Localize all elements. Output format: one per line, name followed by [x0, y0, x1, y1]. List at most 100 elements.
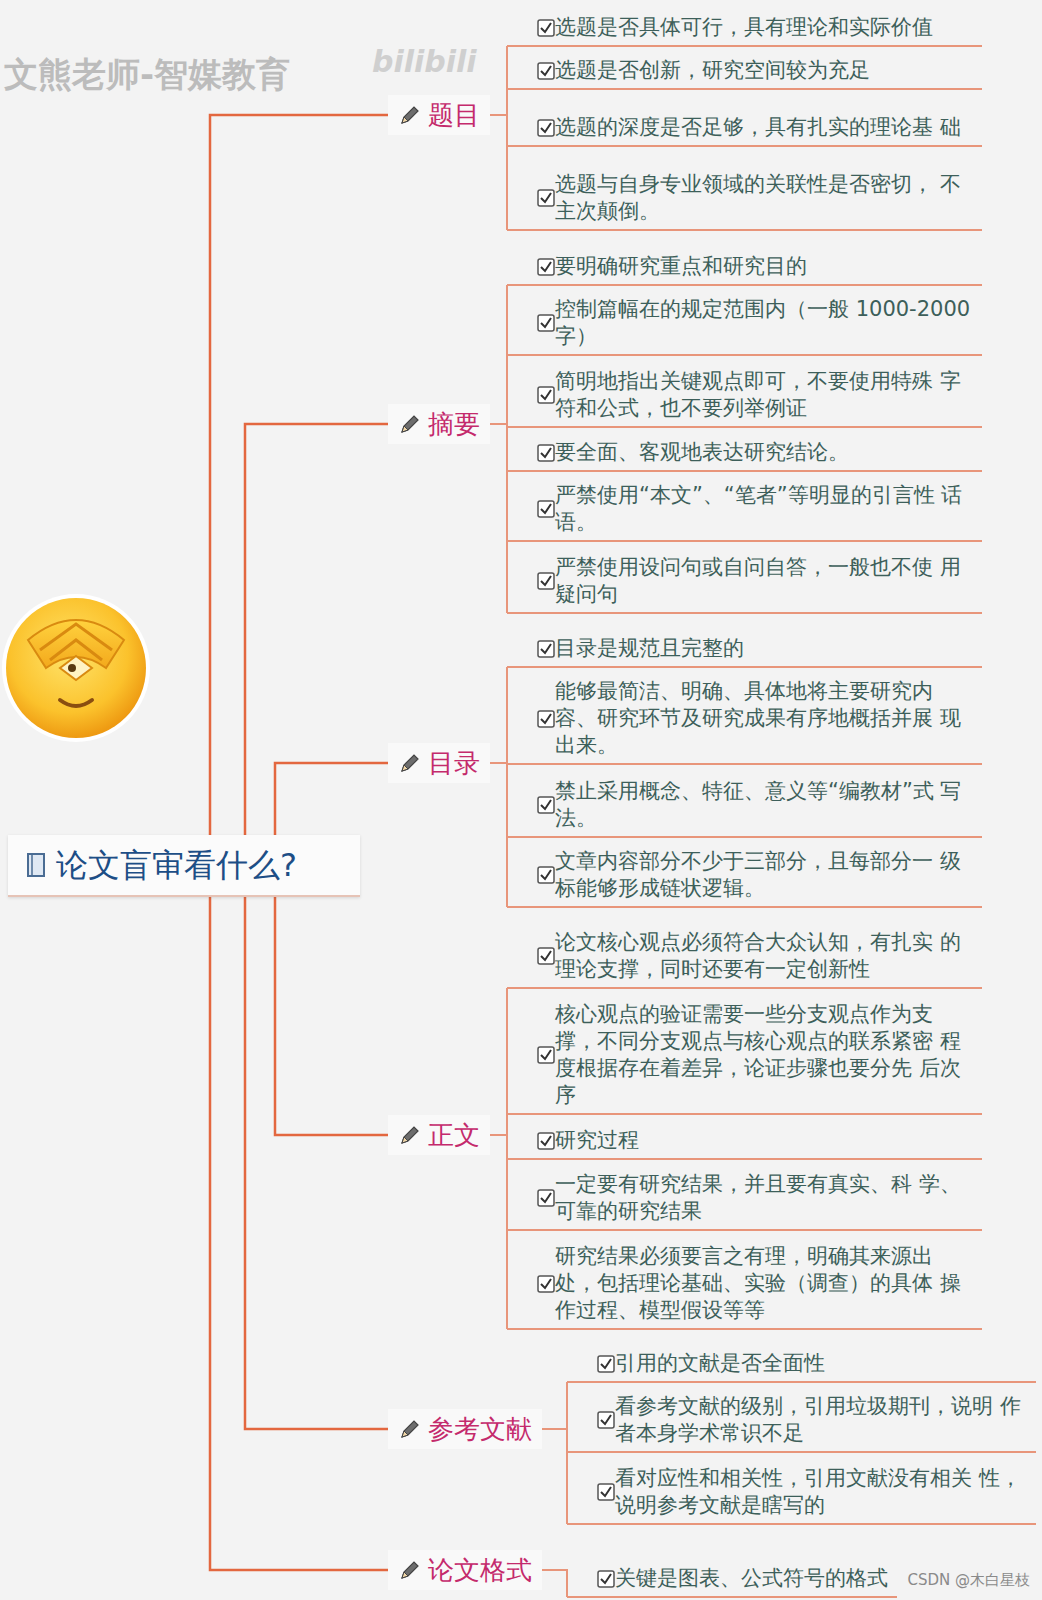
checklist-item: 文章内容部分不少于三部分，且每部分一 级标能够形成链状逻辑。 — [507, 844, 982, 908]
credit-watermark: CSDN @木白星枝 — [903, 1570, 1034, 1591]
checkbox-icon — [537, 119, 555, 137]
node-text: 要全面、客观地表达研究结论。 — [555, 439, 976, 466]
checklist-item: 一定要有研究结果，并且要有真实、科 学、可靠的研究结果 — [507, 1167, 982, 1231]
checkbox-icon — [537, 1046, 555, 1064]
connector — [245, 424, 388, 835]
checklist-item: 研究过程 — [507, 1123, 982, 1160]
checkbox-icon — [537, 1275, 555, 1293]
checkbox-icon — [537, 1132, 555, 1150]
connector — [490, 1135, 507, 1329]
checklist-item: 引用的文献是否全面性 — [567, 1346, 1036, 1383]
connector — [275, 897, 388, 1135]
checkbox-icon — [537, 444, 555, 462]
checkbox-icon — [537, 19, 555, 37]
checklist-item: 关键是图表、公式符号的格式 — [567, 1561, 897, 1598]
checkbox-icon — [537, 1189, 555, 1207]
checklist-item: 控制篇幅在的规定范围内（一般 1000-2000字） — [507, 292, 982, 356]
checklist-item: 要全面、客观地表达研究结论。 — [507, 435, 982, 472]
node-text: 文章内容部分不少于三部分，且每部分一 级标能够形成链状逻辑。 — [555, 848, 976, 902]
checkbox-icon — [537, 189, 555, 207]
checklist-item: 研究结果必须要言之有理，明确其来源出 处，包括理论基础、实验（调查）的具体 操作… — [507, 1239, 982, 1330]
node-text: 引用的文献是否全面性 — [615, 1350, 1030, 1377]
connector — [490, 115, 507, 146]
checkbox-icon — [597, 1411, 615, 1429]
checklist-item: 选题的深度是否足够，具有扎实的理论基 础 — [507, 110, 982, 147]
checkbox-icon — [597, 1570, 615, 1588]
checklist-item: 严禁使用设问句或自问自答，一般也不使 用疑问句 — [507, 550, 982, 614]
connector — [245, 897, 388, 1429]
connector — [490, 763, 507, 837]
branch-topic: 题目 — [388, 95, 490, 135]
pencil-icon — [398, 412, 422, 436]
checkbox-icon — [597, 1355, 615, 1373]
checklist-item: 禁止采用概念、特征、意义等“编教材”式 写法。 — [507, 774, 982, 838]
checklist-item: 要明确研究重点和研究目的 — [507, 249, 982, 286]
node-text: 能够最简洁、明确、具体地将主要研究内 容、研究环节及研究成果有序地概括并展 现出… — [555, 678, 976, 759]
branch-topic: 目录 — [388, 743, 490, 783]
node-text: 简明地指出关键观点即可，不要使用特殊 字符和公式，也不要列举例证 — [555, 368, 976, 422]
node-text: 核心观点的验证需要一些分支观点作为支 撑，不同分支观点与核心观点的联系紧密 程度… — [555, 1001, 976, 1109]
node-text: 选题的深度是否足够，具有扎实的理论基 础 — [555, 114, 976, 141]
node-text: 论文格式 — [428, 1553, 532, 1587]
node-text: 一定要有研究结果，并且要有真实、科 学、可靠的研究结果 — [555, 1171, 976, 1225]
connector — [490, 1135, 507, 1230]
connector — [542, 1429, 567, 1452]
branch-topic: 论文格式 — [388, 1550, 542, 1590]
node-text: 选题是否创新，研究空间较为充足 — [555, 57, 976, 84]
checklist-item: 选题与自身专业领域的关联性是否密切， 不主次颠倒。 — [507, 167, 982, 231]
connector — [542, 1382, 567, 1429]
node-text: 要明确研究重点和研究目的 — [555, 253, 976, 280]
pencil-icon — [398, 103, 422, 127]
connector — [275, 763, 388, 835]
connector — [490, 424, 507, 541]
checkbox-icon — [537, 947, 555, 965]
pencil-icon — [398, 1123, 422, 1147]
node-text: 题目 — [428, 98, 480, 132]
checklist-item: 严禁使用“本文”、“笔者”等明显的引言性 话语。 — [507, 478, 982, 542]
checkbox-icon — [537, 866, 555, 884]
emoji-face — [2, 594, 150, 742]
connector — [490, 988, 507, 1135]
node-text: 目录 — [428, 746, 480, 780]
watermark-logo: bilibili — [372, 44, 477, 79]
checkbox-icon — [537, 386, 555, 404]
branch-topic: 摘要 — [388, 404, 490, 444]
checkbox-icon — [537, 314, 555, 332]
node-text: 严禁使用“本文”、“笔者”等明显的引言性 话语。 — [555, 482, 976, 536]
pencil-icon — [398, 1417, 422, 1441]
checkbox-icon — [537, 796, 555, 814]
connector — [490, 1114, 507, 1135]
pencil-icon — [398, 751, 422, 775]
connector — [490, 46, 507, 115]
watermark: 文熊老师-智媒教育 — [4, 52, 290, 98]
connector — [210, 115, 388, 835]
checklist-item: 论文核心观点必须符合大众认知，有扎实 的理论支撑，同时还要有一定创新性 — [507, 925, 982, 989]
checklist-item: 选题是否具体可行，具有理论和实际价值 — [507, 10, 982, 47]
node-text: 控制篇幅在的规定范围内（一般 1000-2000字） — [555, 296, 976, 350]
connector — [490, 667, 507, 763]
branch-topic: 参考文献 — [388, 1409, 542, 1449]
connector — [210, 897, 388, 1570]
checkbox-icon — [537, 710, 555, 728]
node-text: 严禁使用设问句或自问自答，一般也不使 用疑问句 — [555, 554, 976, 608]
checkbox-icon — [537, 572, 555, 590]
node-text: 研究过程 — [555, 1127, 976, 1154]
connector — [490, 89, 507, 115]
branch-topic: 正文 — [388, 1115, 490, 1155]
connector — [490, 115, 507, 230]
checklist-item: 简明地指出关键观点即可，不要使用特殊 字符和公式，也不要列举例证 — [507, 364, 982, 428]
node-text: 目录是规范且完整的 — [555, 635, 976, 662]
node-text: 摘要 — [428, 407, 480, 441]
pencil-icon — [398, 1558, 422, 1582]
node-text: 选题与自身专业领域的关联性是否密切， 不主次颠倒。 — [555, 171, 976, 225]
node-text: 看对应性和相关性，引用文献没有相关 性，说明参考文献是瞎写的 — [615, 1465, 1030, 1519]
connector — [490, 285, 507, 424]
checkbox-icon — [537, 62, 555, 80]
checklist-item: 目录是规范且完整的 — [507, 631, 982, 668]
node-text: 研究结果必须要言之有理，明确其来源出 处，包括理论基础、实验（调查）的具体 操作… — [555, 1243, 976, 1324]
checkbox-icon — [537, 640, 555, 658]
checklist-item: 看参考文献的级别，引用垃圾期刊，说明 作者本身学术常识不足 — [567, 1389, 1036, 1453]
connector — [490, 763, 507, 907]
connector — [542, 1570, 567, 1597]
connector — [490, 424, 507, 613]
